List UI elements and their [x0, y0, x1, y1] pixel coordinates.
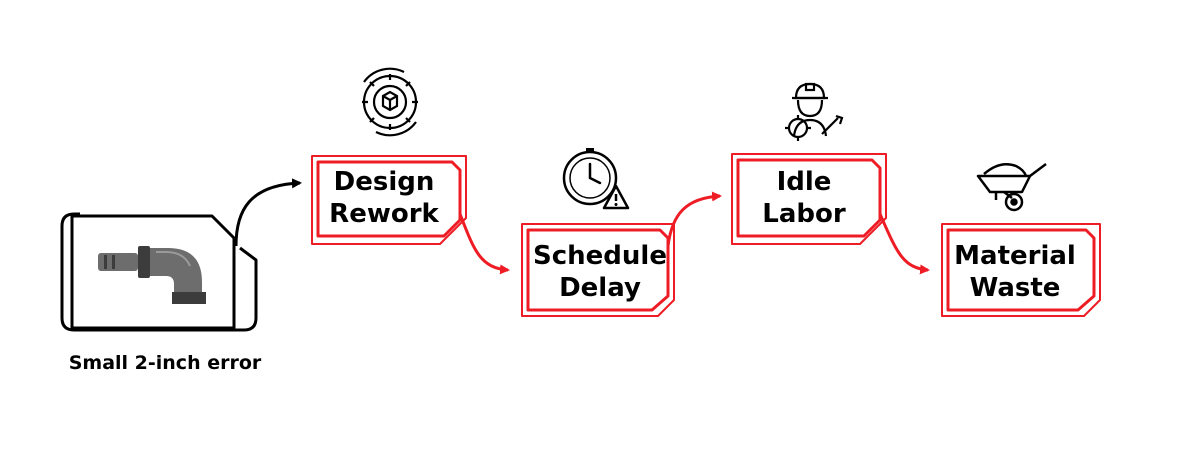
- arrow-idle-to-material: [878, 213, 930, 275]
- stage-label-line: Schedule: [533, 241, 667, 271]
- stage-label-line: Delay: [559, 273, 641, 303]
- stage-frame-design-rework: [311, 155, 467, 245]
- stage-label-idle-labor: Idle Labor: [732, 166, 876, 230]
- worker-icon: [785, 82, 844, 141]
- stage-label-line: Material: [954, 241, 1076, 271]
- source-caption: Small 2-inch error: [68, 352, 262, 374]
- stage-label-material-waste: Material Waste: [942, 240, 1088, 304]
- stage-label-schedule-delay: Schedule Delay: [522, 240, 678, 304]
- stage-label-line: Design: [333, 167, 435, 197]
- stage-frame-schedule-delay: [521, 223, 675, 317]
- wheelbarrow-icon: [976, 163, 1047, 212]
- arrow-schedule-to-idle: [666, 191, 722, 247]
- stage-label-line: Rework: [329, 199, 439, 229]
- source-box: [60, 212, 258, 332]
- arrow-design-to-schedule: [458, 213, 510, 275]
- stage-label-line: Waste: [969, 273, 1061, 303]
- arrow-source-to-design: [234, 178, 302, 247]
- clock-warning-icon: [562, 148, 630, 210]
- pipe-elbow-icon: [98, 246, 206, 304]
- stage-frame-idle-labor: [731, 153, 887, 245]
- gear-cycle-icon: [362, 67, 418, 137]
- stage-label-line: Idle: [776, 167, 832, 197]
- stage-label-line: Labor: [762, 199, 846, 229]
- stage-frame-material-waste: [941, 223, 1101, 317]
- stage-label-design-rework: Design Rework: [312, 166, 456, 230]
